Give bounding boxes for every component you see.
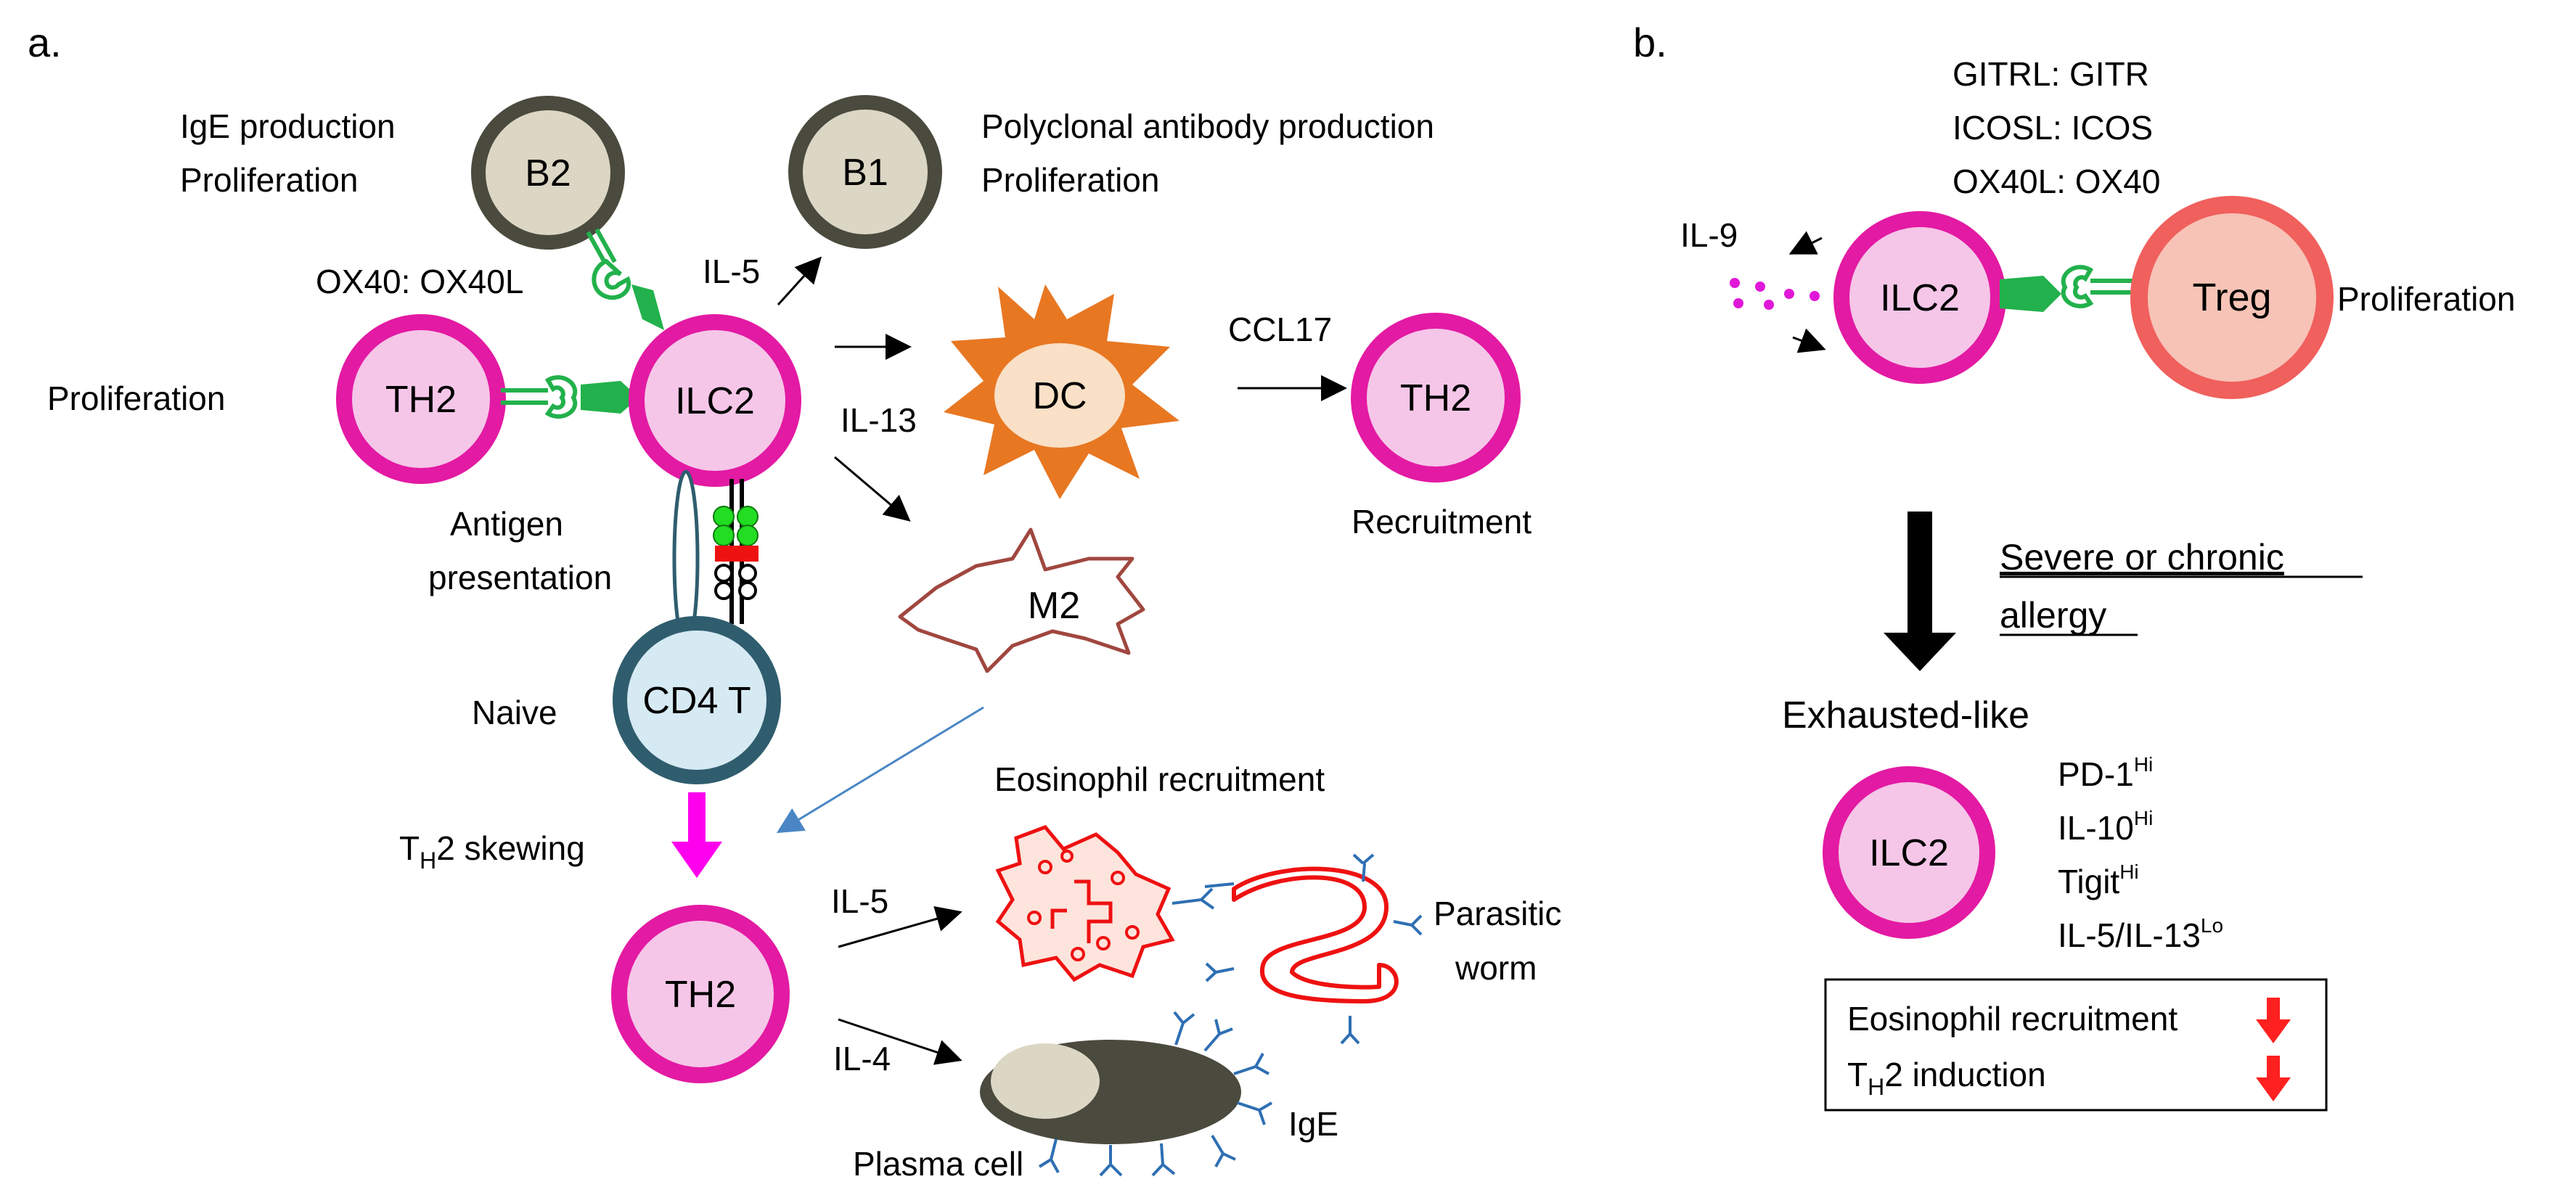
il4-arrow-plasma — [838, 1018, 962, 1065]
marker-il10: IL-10Hi — [2058, 807, 2153, 847]
chronic-allergy-arrow — [1884, 512, 1956, 671]
panel-a-letter: a. — [28, 20, 62, 65]
il5-arrow-b1 — [777, 256, 822, 306]
marker-tigit: TigitHi — [2058, 861, 2139, 900]
il4-label: IL-4 — [833, 1040, 891, 1077]
b2-cell: B2 — [471, 96, 625, 250]
down-arrow-icon — [2256, 1056, 2291, 1101]
ige-antibodies-worm — [1172, 853, 1423, 1045]
ilc2-treg-receptor — [2000, 265, 2138, 312]
down-arrow-icon — [2256, 998, 2291, 1043]
b1-label: B1 — [842, 152, 888, 194]
naive-label: Naive — [472, 694, 557, 731]
ilc2-b-bottom-cell: ILC2 — [1823, 766, 1995, 939]
th2-right-cell: TH2 — [1351, 313, 1521, 482]
b1-function-2: Proliferation — [981, 161, 1159, 199]
th2-left-cell: TH2 — [336, 314, 506, 484]
il9-arrow-up — [1788, 231, 1823, 255]
treg-label: Treg — [2192, 276, 2271, 319]
b1-cell: B1 — [788, 95, 942, 249]
outcome-box — [1824, 978, 2328, 1112]
th2-right-label: TH2 — [1400, 377, 1471, 419]
ox40-receptor-b2 — [586, 228, 664, 330]
il13-label: IL-13 — [841, 401, 917, 439]
panel-b-letter: b. — [1633, 20, 1667, 65]
cd4t-label: CD4 T — [642, 680, 751, 722]
ige-antibodies-plasma — [1038, 1011, 1273, 1177]
eosinophil-recruitment-label: Eosinophil recruitment — [994, 760, 1325, 798]
outcome-th2-induction: TH2 induction — [1847, 1056, 2046, 1100]
ilc2-b-top-cell: ILC2 — [1833, 211, 2006, 384]
antigen-label-2: presentation — [428, 559, 612, 596]
il5-arrow-eosinophil — [838, 906, 962, 948]
parasitic-label-1: Parasitic — [1434, 895, 1561, 932]
recruitment-label: Recruitment — [1352, 503, 1532, 541]
ilc2-b-top-label: ILC2 — [1880, 277, 1960, 319]
il9-label: IL-9 — [1680, 216, 1738, 254]
b2-function-1: IgE production — [180, 107, 396, 145]
ilc2-center-label: ILC2 — [675, 380, 755, 422]
parasitic-label-2: worm — [1455, 949, 1537, 987]
eosinophil-cell — [995, 825, 1175, 982]
ox40-receptor-th2 — [501, 375, 639, 419]
ligand-pair-3: OX40L: OX40 — [1953, 163, 2160, 200]
marker-pd1: PD-1Hi — [2058, 753, 2153, 793]
th2-bottom-cell: TH2 — [611, 905, 790, 1083]
exhausted-label: Exhausted-like — [1782, 694, 2029, 736]
ige-label: IgE — [1288, 1105, 1338, 1143]
il13-arrow-m2 — [834, 456, 911, 522]
il5-top-label: IL-5 — [703, 252, 760, 290]
th2-skewing-arrow — [671, 792, 722, 878]
il9-cytokine-dots — [1730, 278, 1820, 310]
th2-left-label: TH2 — [385, 379, 457, 421]
ccl17-label: CCL17 — [1228, 311, 1332, 348]
th2-skewing-label: TH2 skewing — [399, 829, 585, 874]
dc-label: DC — [1032, 375, 1087, 417]
proliferation-left: Proliferation — [47, 379, 225, 417]
plasma-cell-label: Plasma cell — [853, 1145, 1023, 1183]
b1-function-1: Polyclonal antibody production — [981, 107, 1434, 145]
marker-il5-il13: IL-5/IL-13Lo — [2058, 914, 2223, 954]
treg-cell: Treg — [2130, 196, 2334, 399]
b2-label: B2 — [525, 152, 571, 194]
ilc2-center-cell: ILC2 — [629, 314, 801, 487]
proliferation-right: Proliferation — [2337, 280, 2515, 318]
b2-function-2: Proliferation — [180, 161, 358, 199]
ligand-pair-2: ICOSL: ICOS — [1953, 109, 2153, 147]
outcome-eosinophil: Eosinophil recruitment — [1847, 1000, 2178, 1038]
cd4t-cell: CD4 T — [613, 616, 781, 784]
antigen-presentation-complex — [672, 469, 759, 648]
severe-label-1: Severe or chronic — [2000, 537, 2284, 578]
m2-cell: M2 — [898, 527, 1145, 673]
ligand-pair-1: GITRL: GITR — [1953, 55, 2149, 93]
plasma-cell — [980, 1040, 1241, 1144]
ilc2-b-bottom-label: ILC2 — [1869, 832, 1949, 874]
ox40-label: OX40: OX40L — [316, 263, 523, 300]
dc-cell: DC — [944, 284, 1179, 499]
m2-label: M2 — [1028, 585, 1080, 627]
m2-to-th2-arrow — [776, 706, 984, 834]
il9-arrow-down — [1792, 328, 1826, 353]
antigen-label-1: Antigen — [450, 505, 563, 543]
il5-bottom-label: IL-5 — [831, 882, 888, 920]
th2-bottom-label: TH2 — [665, 974, 736, 1016]
parasitic-worm — [1232, 866, 1399, 1003]
severe-label-2: allergy — [2000, 595, 2106, 636]
